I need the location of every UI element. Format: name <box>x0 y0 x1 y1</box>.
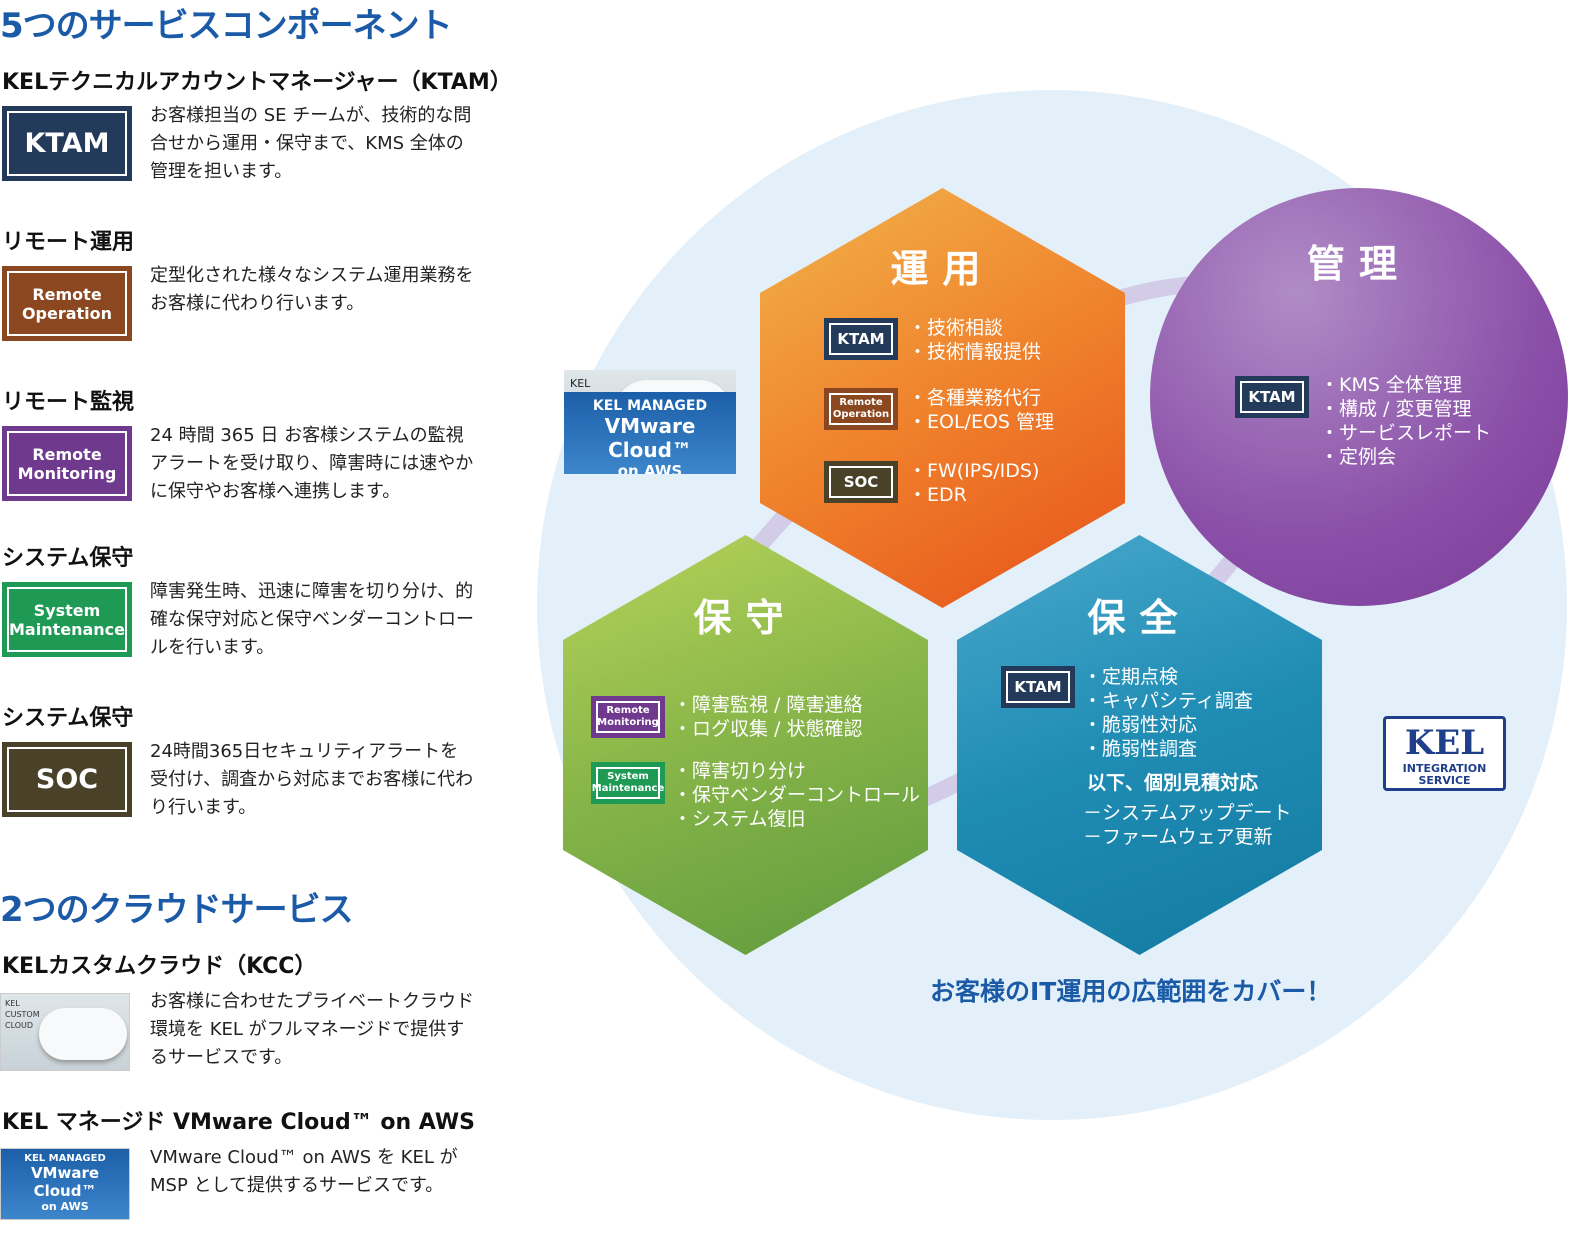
tagline: お客様のIT運用の広範囲をカバー！ <box>930 977 1332 1006</box>
vmware-logo: KEL MANAGED VMware Cloud™ on AWS <box>0 1148 130 1220</box>
kanri-title: 管理 <box>1306 242 1411 286</box>
unyo-ktam-badge: KTAM <box>824 318 898 360</box>
kanri-item: ・構成 / 変更管理 <box>1320 398 1472 420</box>
unyo-title: 運用 <box>890 247 995 291</box>
remote-monitoring-desc: 24 時間 365 日 お客様システムの監視アラートを受け取り、障害時には速やか… <box>150 425 474 502</box>
remote-operation-badge: Remote Operation <box>2 266 132 341</box>
remote-monitoring-title: リモート監視 <box>2 390 135 415</box>
hoshu-remote-monitoring-badge: Remote Monitoring <box>591 696 665 738</box>
ktam-badge: KTAM <box>2 106 132 181</box>
soc-title: システム保守 <box>2 706 134 731</box>
kel-integration-logo: KEL INTEGRATION SERVICE <box>1383 716 1506 791</box>
system-maintenance-badge: System Maintenance <box>2 582 132 657</box>
remote-operation-desc: 定型化された様々なシステム運用業務をお客様に代わり行います。 <box>150 265 474 314</box>
remote-monitoring-badge: Remote Monitoring <box>2 426 132 501</box>
soc-badge: SOC <box>2 742 132 817</box>
hozen-title: 保全 <box>1087 596 1192 640</box>
kanri-item: ・サービスレポート <box>1320 422 1492 444</box>
section-title-cloud: 2つのクラウドサービス <box>0 890 354 930</box>
kcc-desc: お客様に合わせたプライベートクラウド環境を KEL がフルマネージドで提供するサ… <box>150 991 474 1068</box>
hoshu-system-maintenance-badge: System Maintenance <box>591 762 665 804</box>
system-maintenance-title: システム保守 <box>2 546 134 571</box>
kanri-item: ・定例会 <box>1320 446 1397 468</box>
unyo-soc-badge: SOC <box>824 461 898 503</box>
kanri-circle: 管理 KTAM ・KMS 全体管理 ・構成 / 変更管理 ・サービスレポート ・… <box>1150 188 1568 606</box>
soc-desc: 24時間365日セキュリティアラートを受付け、調査から対応までお客様に代わり行い… <box>150 741 474 818</box>
vmware-diagram-logo: KEL MANAGED VMware Cloud™ on AWS <box>564 392 736 474</box>
remote-operation-title: リモート運用 <box>2 230 135 255</box>
hoshu-title: 保守 <box>693 596 798 640</box>
ktam-desc: お客様担当の SE チームが、技術的な問合せから運用・保守まで、KMS 全体の管… <box>150 105 472 182</box>
kcc-title: KELカスタムクラウド（KCC） <box>2 954 317 979</box>
hozen-ktam-badge: KTAM <box>1001 666 1075 708</box>
system-maintenance-desc: 障害発生時、迅速に障害を切り分け、的確な保守対応と保守ベンダーコントロールを行い… <box>150 581 474 658</box>
ktam-title: KELテクニカルアカウントマネージャー（KTAM） <box>2 70 512 95</box>
hozen-sub-title: 以下、個別見積対応 <box>1087 772 1259 794</box>
kcc-logo: KEL CUSTOM CLOUD <box>0 993 130 1071</box>
vmware-desc: VMware Cloud™ on AWS を KEL が MSP として提供する… <box>150 1147 458 1196</box>
unyo-remote-operation-badge: Remote Operation <box>824 388 898 430</box>
section-title-components: 5つのサービスコンポーネント <box>0 6 453 46</box>
vmware-title: KEL マネージド VMware Cloud™ on AWS <box>2 1110 475 1135</box>
kanri-item: ・KMS 全体管理 <box>1320 374 1462 396</box>
kanri-ktam-badge: KTAM <box>1235 376 1309 418</box>
